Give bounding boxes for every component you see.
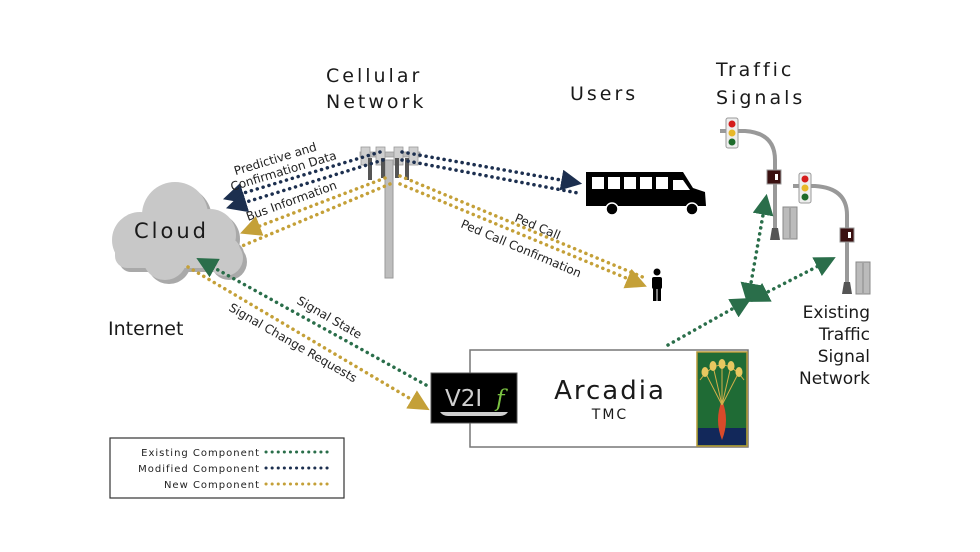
ped-call-link xyxy=(398,174,647,280)
signal-network-link-1 xyxy=(740,193,774,305)
bus-icon xyxy=(586,172,706,216)
users-title: Users xyxy=(570,83,638,105)
arcadia-label: Arcadia xyxy=(554,376,666,406)
traffic-signals-title-line1: Traffic xyxy=(715,59,794,81)
ped-call-label: Ped Call xyxy=(513,211,563,243)
signal-change-requests-link xyxy=(186,265,430,411)
legend-label-new: New Component xyxy=(164,480,260,491)
cellular-network-title-line1: Cellular xyxy=(326,65,422,87)
cloud-label: Cloud xyxy=(134,219,209,243)
predictive-data-link xyxy=(222,150,382,204)
modified-to-bus-link xyxy=(400,150,583,191)
bus-information-return-link xyxy=(240,182,392,248)
traffic-signal-icon xyxy=(793,172,871,295)
tmc-label: TMC xyxy=(591,407,628,423)
pedestrian-icon xyxy=(652,268,662,301)
signal-network-link-2 xyxy=(748,257,836,302)
legend-label-modified: Modified Component xyxy=(138,464,260,475)
signal-change-requests-label: Signal Change Requests xyxy=(227,300,360,385)
cell-tower-icon xyxy=(359,146,421,279)
bus-information-link xyxy=(240,176,387,236)
signal-state-link xyxy=(196,257,428,387)
existing-network-label: Existing Traffic Signal Network xyxy=(799,303,870,389)
traffic-signal-icon xyxy=(720,117,798,240)
cellular-network-title-line2: Network xyxy=(326,91,426,113)
arcadia-logo-icon xyxy=(696,351,748,447)
legend-box xyxy=(109,437,345,499)
modified-from-bus-link xyxy=(400,158,580,195)
existing-network-line3: Signal xyxy=(818,347,870,367)
existing-network-line4: Network xyxy=(799,369,870,389)
legend-label-existing: Existing Component xyxy=(141,448,260,459)
ped-call-confirmation-link xyxy=(398,182,647,289)
bus-information-link-top xyxy=(225,158,385,213)
cloud-icon xyxy=(112,182,247,284)
existing-network-line2: Traffic xyxy=(818,325,870,345)
v2if-logo: V2I f xyxy=(430,372,518,424)
v2i-f-label: f xyxy=(494,386,508,412)
existing-network-line1: Existing xyxy=(803,303,870,323)
internet-label: Internet xyxy=(108,318,183,340)
v2i-label: V2I xyxy=(445,386,482,412)
legend: Existing Component Modified Component Ne… xyxy=(109,437,345,499)
traffic-signals-title-line2: Signals xyxy=(716,87,805,109)
tmc-to-signal-network-link xyxy=(666,297,752,347)
